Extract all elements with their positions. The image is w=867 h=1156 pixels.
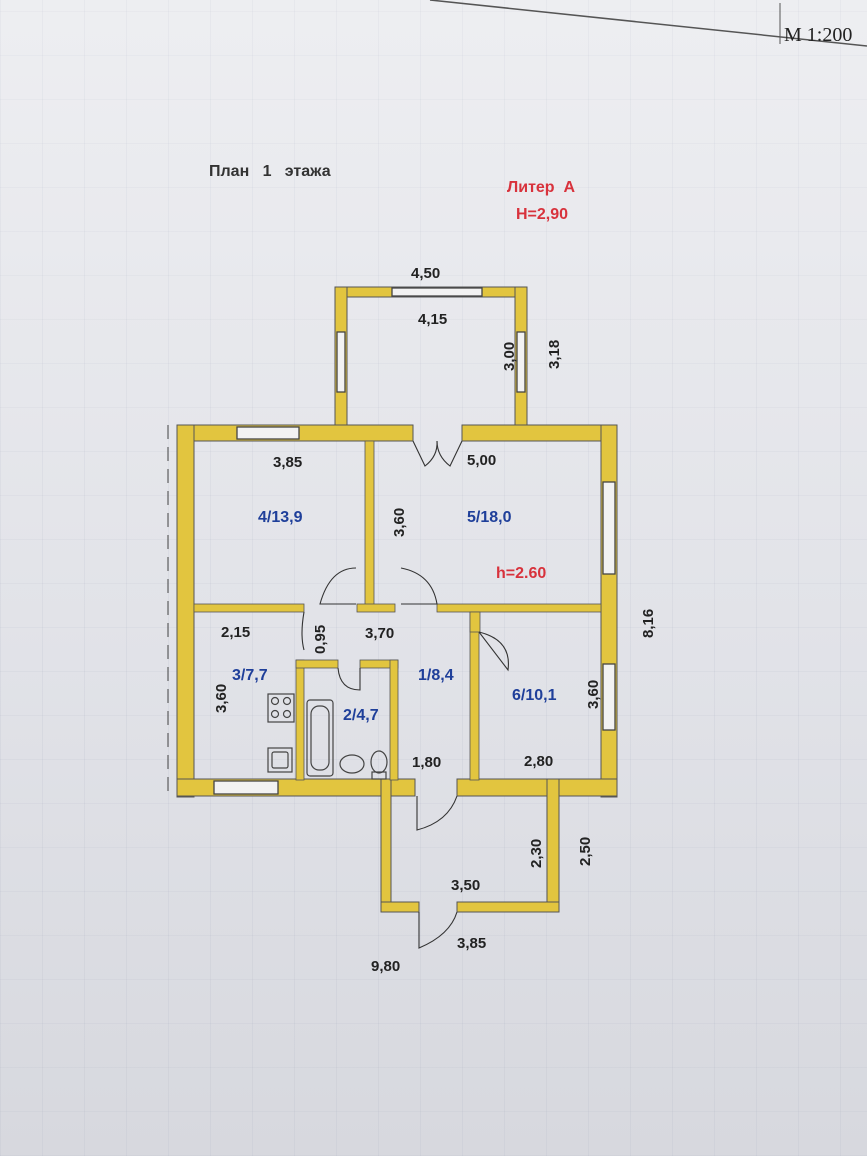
bathtub-icon (306, 699, 334, 777)
stove-burner-icon (282, 709, 292, 719)
door-entrance (418, 911, 458, 949)
window-porch-left (336, 331, 346, 393)
wall-left (176, 424, 195, 798)
room-3-label: 3/7,7 (232, 667, 268, 684)
room-2-label: 2/4,7 (343, 707, 379, 724)
window-room4 (236, 426, 300, 440)
partition-hall-top-b (436, 603, 602, 613)
bathtub-inner-icon (310, 705, 330, 771)
partition-1-6 (469, 611, 480, 781)
window-porch-top (391, 287, 483, 297)
liter-label: Литер А (507, 179, 575, 196)
window-room5 (602, 481, 616, 575)
partition-bath-top-a (295, 659, 339, 669)
room-6-label: 6/10,1 (512, 687, 557, 704)
dim-room6-width: 2,80 (524, 753, 553, 770)
dim-vestibule-inner-width: 3,50 (451, 877, 480, 894)
dim-total-depth: 8,16 (640, 609, 657, 638)
toilet-icon (370, 750, 388, 774)
door-vestibule (416, 795, 458, 831)
dim-vestibule-outer-depth: 2,50 (577, 837, 594, 866)
door-bath (337, 667, 361, 691)
window-room3 (213, 780, 279, 795)
window-room6 (602, 663, 616, 731)
fixtures (267, 693, 388, 780)
dim-corridor-width: 1,80 (412, 754, 441, 771)
dim-porch-side-outer: 3,18 (546, 340, 563, 369)
plan-title: План 1 этажа (209, 163, 331, 180)
dim-vestibule-inner-depth: 2,30 (528, 839, 545, 868)
partition-4-3 (193, 603, 305, 613)
dim-room5-width: 5,00 (467, 452, 496, 469)
wall-vestibule-bottom-right (456, 901, 560, 913)
stove-burner-icon (282, 696, 292, 706)
toilet-tank-icon (371, 771, 387, 780)
room-height-label: h=2.60 (496, 565, 546, 582)
partition-2-1 (389, 659, 399, 781)
height-total-label: H=2,90 (516, 206, 568, 223)
windows (213, 287, 616, 795)
scale-label: М 1:200 (784, 24, 852, 46)
door-room3 (301, 611, 305, 651)
wall-top-right (461, 424, 618, 442)
wall-vestibule-left (380, 778, 392, 913)
dim-room3-width: 2,15 (221, 624, 250, 641)
walls (176, 286, 618, 913)
door-porch-left (412, 440, 438, 467)
partition-4-5 (364, 440, 375, 610)
sink-basin-icon (271, 751, 289, 769)
partition-3-2 (295, 659, 305, 781)
doors (301, 440, 509, 949)
partition-6-top (469, 611, 481, 633)
dim-corridor-step: 0,95 (312, 625, 329, 654)
wall-vestibule-bottom-left (380, 901, 420, 913)
dim-hall-width: 3,70 (365, 625, 394, 642)
dim-vestibule-outer-width: 3,85 (457, 935, 486, 952)
wall-bottom-left (176, 778, 416, 797)
sink-icon (267, 747, 293, 773)
room-4-label: 4/13,9 (258, 509, 303, 526)
stove-burner-icon (270, 709, 280, 719)
dim-room4-width: 3,85 (273, 454, 302, 471)
dim-room45-depth: 3,60 (391, 508, 408, 537)
frame-line (429, 0, 867, 47)
dim-porch-side-inner: 3,00 (501, 342, 518, 371)
stove-burner-icon (270, 696, 280, 706)
dim-porch-top-inner: 4,15 (418, 311, 447, 328)
wall-right (600, 424, 618, 798)
wall-vestibule-right (546, 778, 560, 913)
dim-room3-depth: 3,60 (213, 684, 230, 713)
door-room4 (319, 567, 357, 605)
wall-bottom-right (456, 778, 618, 797)
dim-porch-top-outer: 4,50 (411, 265, 440, 282)
door-porch-right (436, 440, 463, 467)
dim-room6-depth: 3,60 (585, 680, 602, 709)
washbasin-icon (339, 754, 365, 774)
partition-hall-top-a (356, 603, 396, 613)
dim-total-width: 9,80 (371, 958, 400, 975)
window-porch-right (516, 331, 526, 393)
stove-icon (267, 693, 295, 723)
room-1-label: 1/8,4 (418, 667, 454, 684)
room-5-label: 5/18,0 (467, 509, 512, 526)
door-room6 (478, 631, 509, 672)
partitions (193, 440, 602, 781)
door-room5 (400, 567, 438, 605)
